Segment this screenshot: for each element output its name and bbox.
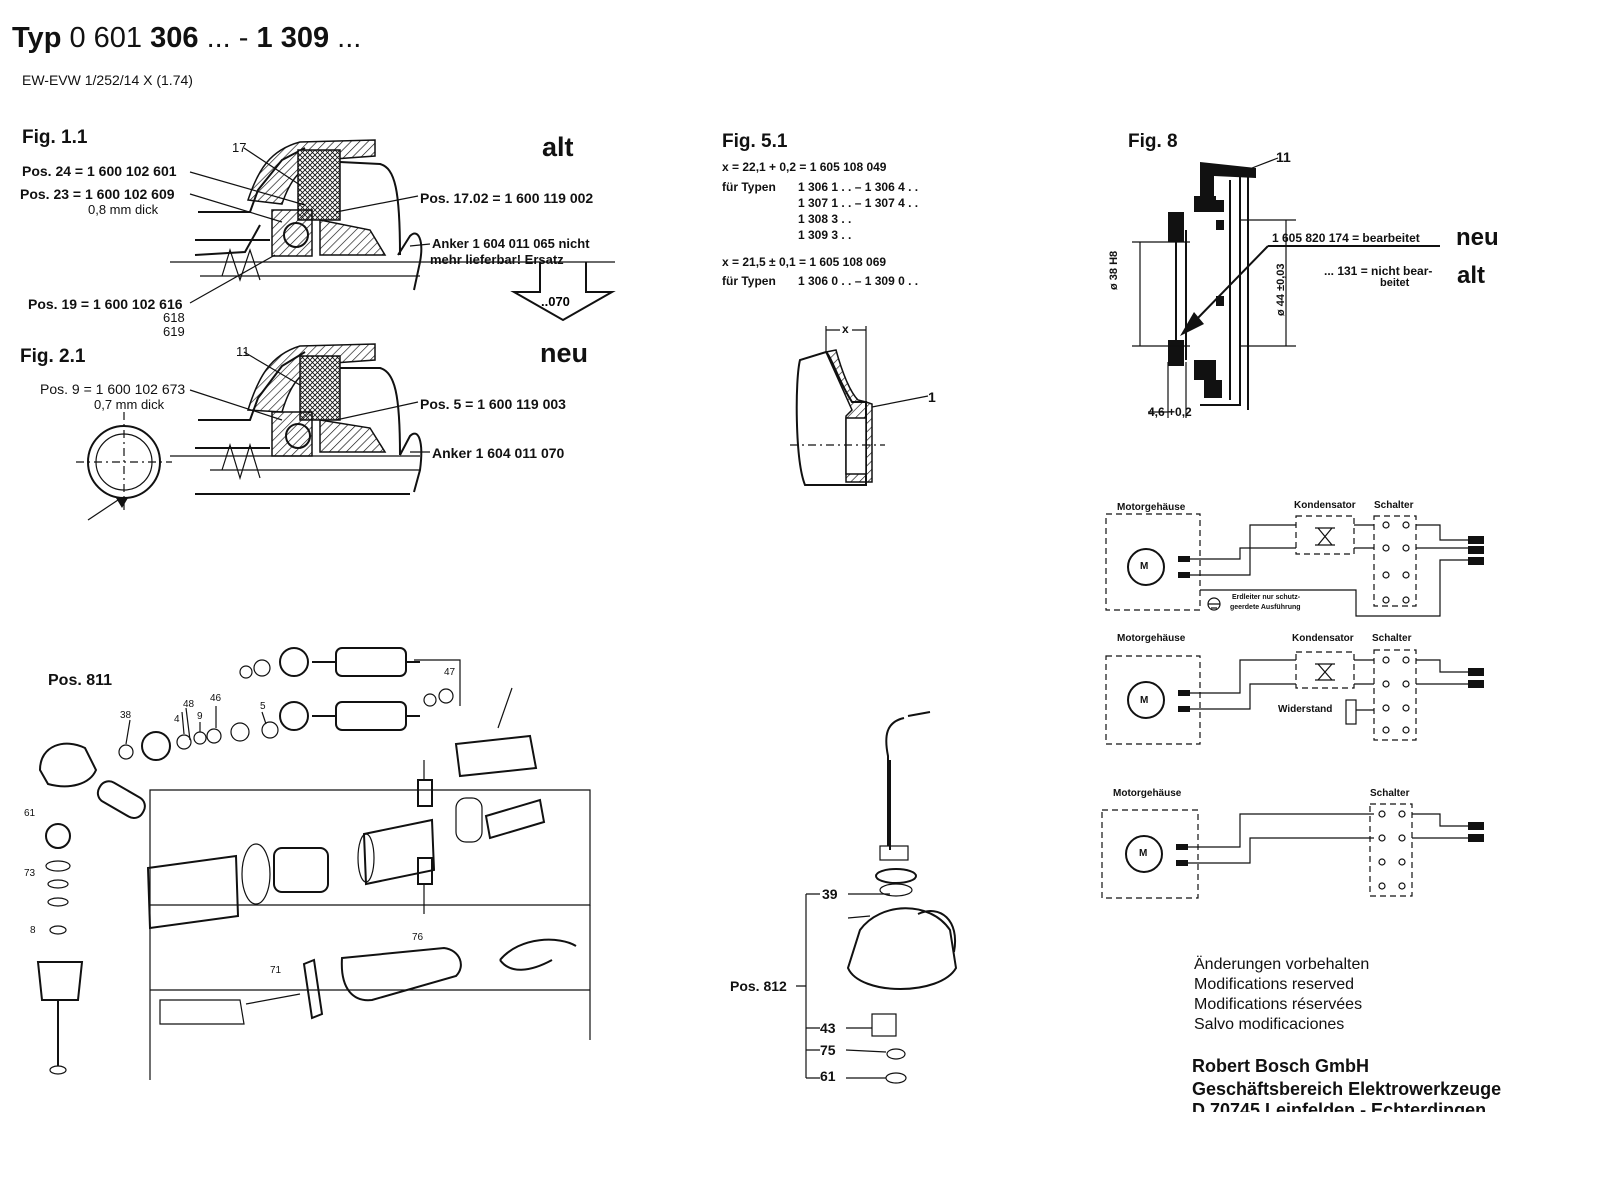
pos812-callout-39: 39	[822, 886, 838, 902]
pos812-callout-75: 75	[820, 1042, 836, 1058]
wiring1-earth-note-1: Erdleiter nur schutz-	[1232, 594, 1301, 601]
pos811-callout-48: 48	[183, 699, 195, 710]
wiring1-switch-label: Schalter	[1374, 500, 1414, 511]
wiring3-motor-symbol: M	[1139, 848, 1148, 859]
pos811-callout-73: 73	[24, 868, 36, 879]
title-part-c: 1 309	[256, 22, 330, 54]
fig21-pos9-note: 0,7 mm dick	[94, 397, 165, 412]
page-title: Typ 0 601 306 ... - 1 309 ...	[12, 22, 361, 55]
pos811-callout-71: 71	[270, 965, 282, 976]
pos811-callout-8: 8	[30, 925, 36, 936]
wiring3-switch-label: Schalter	[1370, 788, 1410, 799]
fig8-title: Fig. 8	[1128, 131, 1178, 152]
fig11-title: Fig. 1.1	[22, 127, 88, 148]
title-mid: ... -	[206, 22, 249, 54]
pos811-callout-38: 38	[120, 710, 132, 721]
wiring2-motor-symbol: M	[1140, 695, 1149, 706]
fig51-line2: x = 21,5 ± 0,1 = 1 605 108 069	[722, 255, 887, 269]
pos811-callout-4: 4	[174, 714, 180, 725]
wiring1-earth-note-2: geerdete Ausführung	[1230, 604, 1301, 611]
pos811-callout-47: 47	[444, 667, 456, 678]
fig51-types1-2: 1 308 3 . .	[798, 212, 852, 226]
fig11-pos19-b: 618	[163, 310, 185, 325]
fig11-anker-old-1: Anker 1 604 011 065 nicht	[432, 236, 590, 251]
pos811-callout-46: 46	[210, 693, 222, 704]
fig21-anker-new: Anker 1 604 011 070	[432, 445, 565, 461]
fig11-pos23: Pos. 23 = 1 600 102 609	[20, 186, 175, 202]
page-subtitle: EW-EVW 1/252/14 X (1.74)	[22, 72, 193, 88]
pos812-title: Pos. 812	[730, 978, 787, 994]
fig11-callout-17: 17	[232, 140, 247, 155]
wiring1-capacitor-label: Kondensator	[1294, 500, 1356, 511]
wiring1-motor-symbol: M	[1140, 561, 1149, 572]
fig21-callout-11: 11	[236, 344, 250, 359]
fig8-part-old-2: beitet	[1380, 277, 1410, 289]
fig8-callout-11: 11	[1276, 149, 1291, 165]
footer-address: D 70745 Leinfelden - Echterdingen	[1192, 1100, 1486, 1112]
pos812-callout-43: 43	[820, 1020, 836, 1036]
fig8-tag-new: neu	[1456, 224, 1499, 251]
pos811-callout-5: 5	[260, 701, 266, 712]
title-part-a: 0 601	[69, 22, 143, 54]
fig11-pos23-note: 0,8 mm dick	[88, 202, 159, 217]
fig8-dim-46: 4,6 +0,2	[1148, 405, 1192, 419]
pos811-callout-9: 9	[197, 711, 203, 722]
fig51-line1: x = 22,1 + 0,2 = 1 605 108 049	[722, 160, 887, 174]
title-suffix: ...	[337, 22, 362, 54]
fig8-part-old-1: ... 131 = nicht bear-	[1324, 264, 1433, 278]
title-prefix: Typ	[12, 22, 62, 54]
fig11-pos24: Pos. 24 = 1 600 102 601	[22, 163, 177, 179]
footer-division: Geschäftsbereich Elektrowerkzeuge	[1192, 1079, 1502, 1099]
footer-mod-fr: Modifications réservées	[1194, 996, 1363, 1013]
fig21-title: Fig. 2.1	[20, 346, 86, 367]
wiring2-housing-label: Motorgehäuse	[1117, 633, 1186, 644]
fig11-pos19: Pos. 19 = 1 600 102 616	[28, 296, 183, 312]
fig51-types-label-2: für Typen	[722, 274, 776, 288]
fig51-title: Fig. 5.1	[722, 131, 788, 152]
fig51-types2: 1 306 0 . . – 1 309 0 . .	[798, 274, 919, 288]
wiring2-capacitor-label: Kondensator	[1292, 633, 1354, 644]
fig51-callout-1: 1	[928, 389, 936, 405]
fig11-pos19-c: 619	[163, 324, 185, 339]
footer-company: Robert Bosch GmbH	[1192, 1056, 1370, 1076]
fig51-types1-3: 1 309 3 . .	[798, 228, 852, 242]
fig51-types-label-1: für Typen	[722, 180, 776, 194]
fig11-tag: alt	[542, 132, 574, 162]
wiring3-housing-label: Motorgehäuse	[1113, 788, 1182, 799]
pos812-callout-61: 61	[820, 1068, 836, 1084]
footer-address-text: D 70745 Leinfelden - Echterdingen	[1192, 1100, 1487, 1112]
footer-mod-de: Änderungen vorbehalten	[1194, 956, 1370, 973]
fig51-types1-1: 1 307 1 . . – 1 307 4 . .	[798, 196, 919, 210]
wiring1-housing-label: Motorgehäuse	[1117, 502, 1186, 513]
footer-mod-es: Salvo modificaciones	[1194, 1016, 1345, 1033]
wiring2-switch-label: Schalter	[1372, 633, 1412, 644]
fig51-dim-x: x	[842, 322, 849, 336]
pos811-title: Pos. 811	[48, 672, 113, 689]
fig8-tag-old: alt	[1457, 262, 1486, 289]
fig8-part-new: 1 605 820 174 = bearbeitet	[1272, 231, 1420, 245]
pos811-callout-61: 61	[24, 808, 36, 819]
fig51-types1-0: 1 306 1 . . – 1 306 4 . .	[798, 180, 919, 194]
fig21-pos5: Pos. 5 = 1 600 119 003	[420, 396, 566, 412]
fig21-pos9: Pos. 9 = 1 600 102 673	[40, 381, 186, 397]
title-part-b: 306	[150, 22, 199, 54]
fig11-anker-old-2: mehr lieferbar! Ersatz	[430, 252, 564, 267]
wiring2-resistor-label: Widerstand	[1278, 704, 1333, 715]
footer-mod-en: Modifications reserved	[1194, 976, 1355, 993]
fig21-tag: neu	[540, 338, 589, 368]
fig11-arrow-label: ..070	[541, 294, 570, 309]
fig11-pos1702: Pos. 17.02 = 1 600 119 002	[420, 190, 594, 206]
pos811-callout-76: 76	[412, 932, 424, 943]
